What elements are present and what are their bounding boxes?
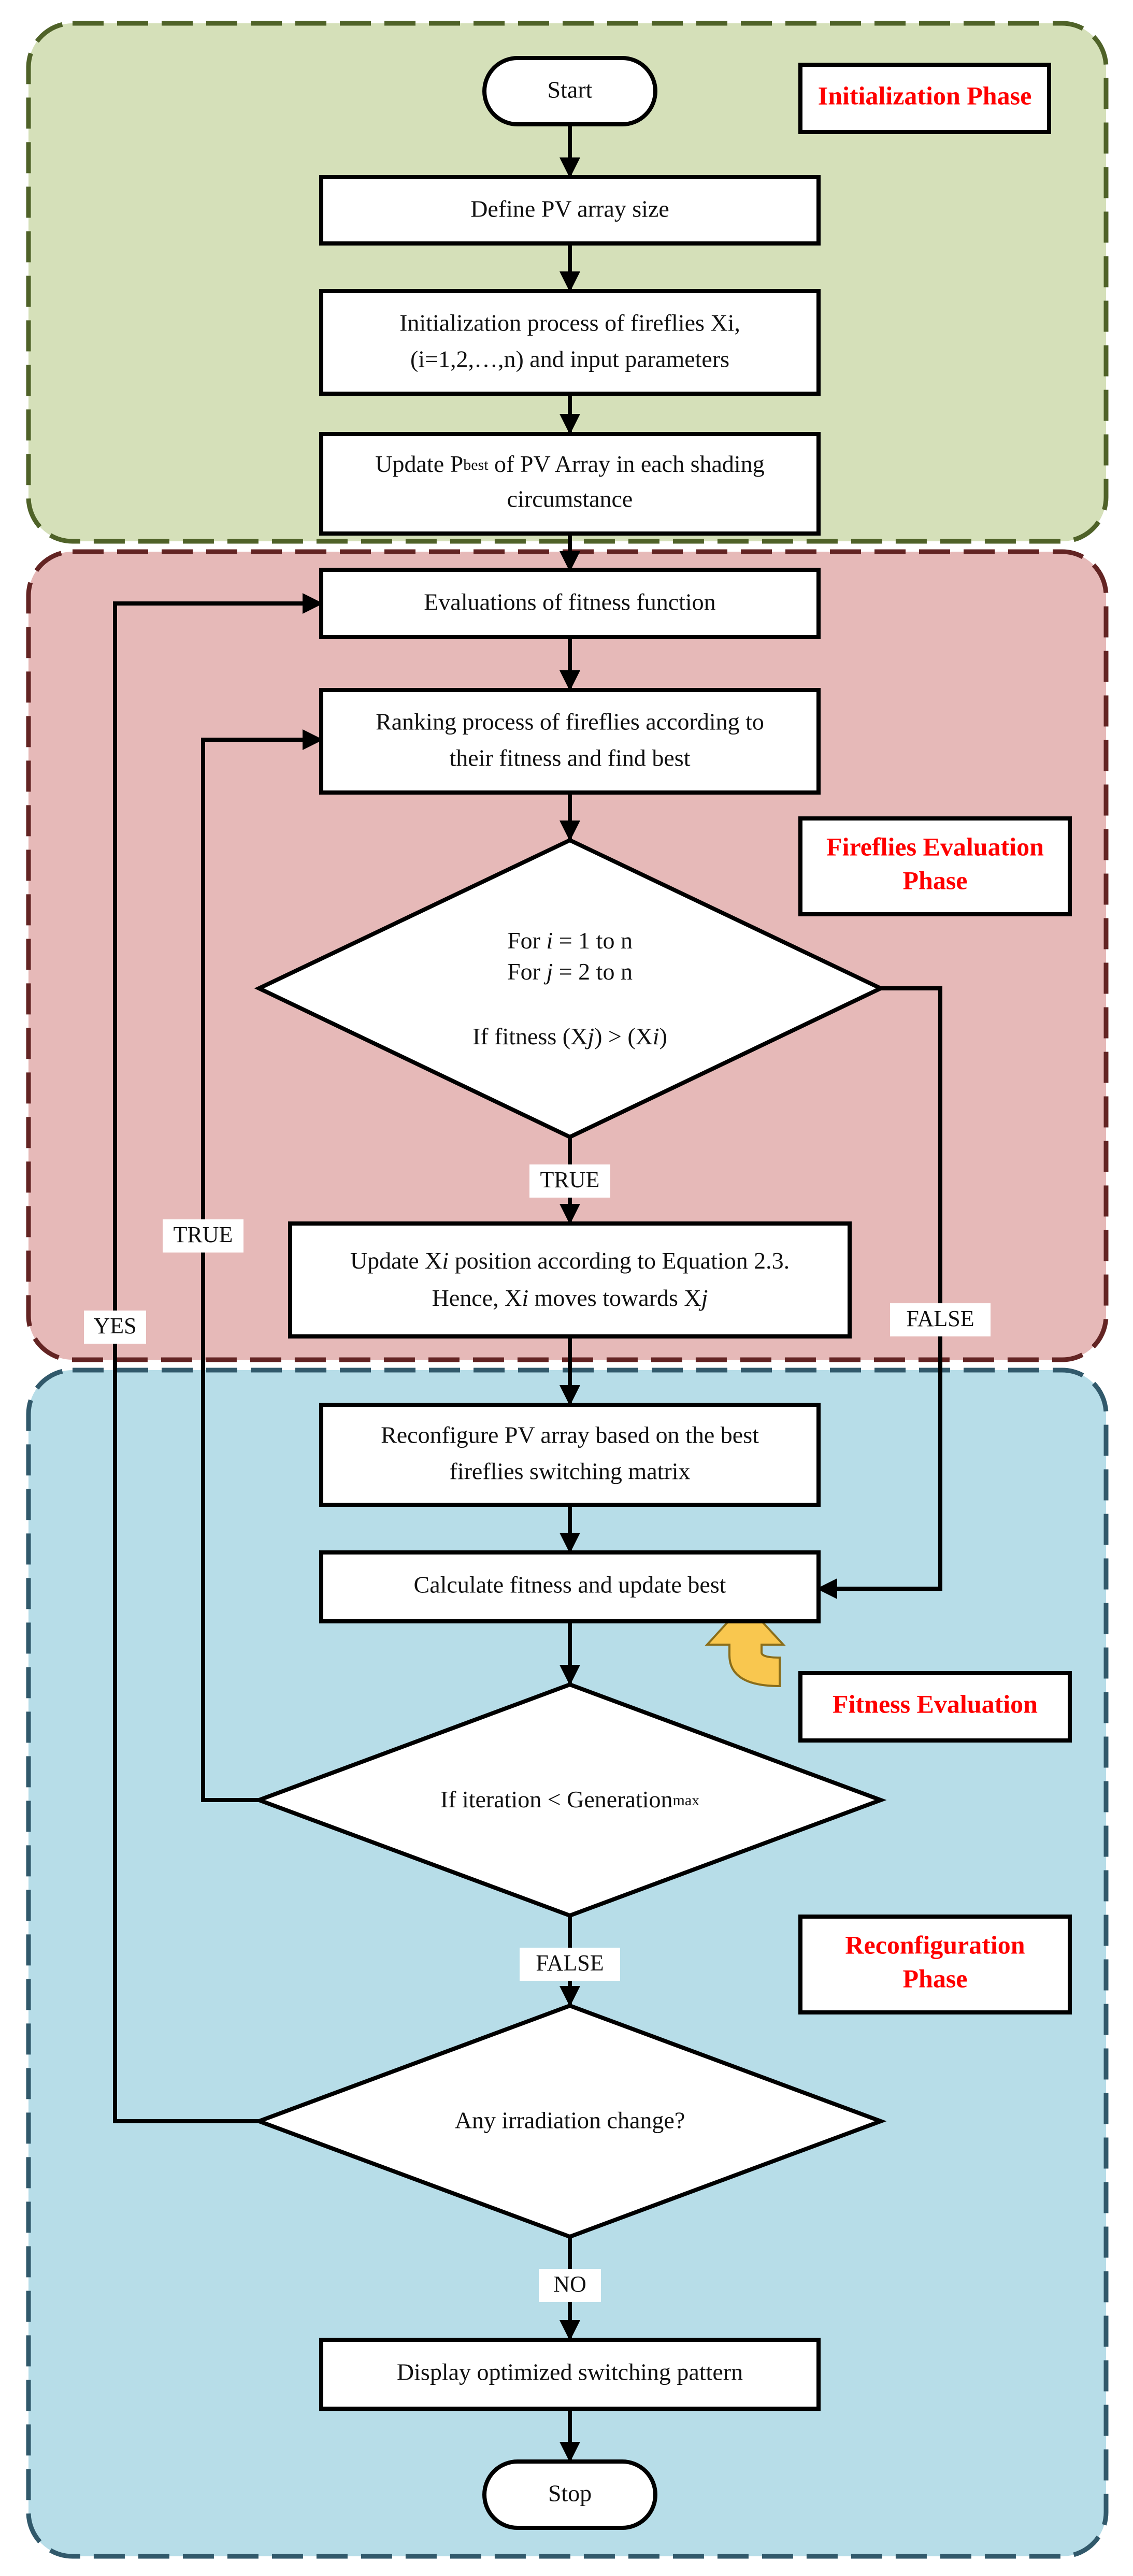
- svg-text:Update Xi position according t: Update Xi position according to Equation…: [350, 1247, 790, 1274]
- edge-diamond1-false-calculate: [816, 986, 942, 1599]
- svg-text:TRUE: TRUE: [540, 1167, 600, 1192]
- svg-text:Stop: Stop: [548, 2480, 592, 2507]
- svg-text:Hence, Xi moves towards Xj: Hence, Xi moves towards Xj: [432, 1285, 708, 1311]
- svg-text:Phase: Phase: [903, 1964, 968, 1993]
- svg-text:If fitness (Xj) > (Xi): If fitness (Xj) > (Xi): [472, 1023, 667, 1049]
- svg-text:If iteration < Generationmax: If iteration < Generationmax: [440, 1786, 699, 1812]
- svg-text:Initialization process of fire: Initialization process of fireflies Xi,: [399, 310, 740, 336]
- svg-text:Any irradiation change?: Any irradiation change?: [455, 2107, 685, 2134]
- edge-label-true-diamond1: TRUE: [529, 1164, 610, 1198]
- svg-text:FALSE: FALSE: [536, 1950, 604, 1976]
- node-decision-iteration: If iteration < Generationmax: [253, 1682, 887, 1918]
- svg-text:Update Pbest of PV Array in ea: Update Pbest of PV Array in each shading: [375, 451, 764, 477]
- svg-text:Define PV array size: Define PV array size: [470, 196, 669, 222]
- edge-label-false-diamond2: FALSE: [520, 1948, 620, 1981]
- edge-label-false-right: FALSE: [890, 1303, 991, 1336]
- fitness-evaluation-arrow-icon: [705, 1602, 786, 1688]
- node-initialization: Initialization process of fireflies Xi, …: [319, 289, 821, 396]
- node-define-pv-array: Define PV array size: [319, 175, 821, 246]
- svg-text:Reconfiguration: Reconfiguration: [845, 1930, 1025, 1959]
- node-update-xi-position: Update Xi position according to Equation…: [288, 1221, 852, 1339]
- svg-text:For j = 2 to n: For j = 2 to n: [507, 958, 633, 985]
- svg-text:Fireflies Evaluation: Fireflies Evaluation: [826, 832, 1044, 861]
- svg-text:(i=1,2,…,n) and input paramete: (i=1,2,…,n) and input parameters: [410, 346, 729, 372]
- edge-diamond3-yes-evaluations: [113, 593, 323, 2123]
- svg-text:TRUE: TRUE: [174, 1222, 233, 1247]
- node-start: Start: [482, 56, 657, 126]
- svg-text:FALSE: FALSE: [906, 1306, 974, 1331]
- svg-text:Fitness Evaluation: Fitness Evaluation: [833, 1689, 1038, 1718]
- node-evaluations: Evaluations of fitness function: [319, 568, 821, 639]
- edge-label-no: NO: [539, 2269, 601, 2302]
- svg-text:Display optimized switching pa: Display optimized switching pattern: [397, 2359, 743, 2385]
- edge-label-yes: YES: [84, 1311, 146, 1344]
- reconfiguration-phase-label: Reconfiguration Phase: [798, 1915, 1072, 2014]
- edges: [113, 124, 942, 2463]
- svg-text:Start: Start: [548, 77, 593, 103]
- node-update-pbest: Update Pbest of PV Array in each shading…: [319, 432, 821, 536]
- svg-text:YES: YES: [93, 1313, 136, 1339]
- svg-text:Calculate fitness and update b: Calculate fitness and update best: [414, 1572, 726, 1598]
- svg-text:Reconfigure PV array based on: Reconfigure PV array based on the best: [381, 1422, 759, 1448]
- node-ranking: Ranking process of fireflies according t…: [319, 688, 821, 795]
- edge-label-true-loop: TRUE: [163, 1219, 243, 1253]
- svg-text:Ranking process of fireflies a: Ranking process of fireflies according t…: [376, 709, 764, 735]
- svg-text:Phase: Phase: [903, 866, 968, 895]
- node-reconfigure-pv-array: Reconfigure PV array based on the best f…: [319, 1403, 821, 1507]
- svg-text:For i = 1 to n: For i = 1 to n: [507, 927, 633, 954]
- edge-diamond2-true-ranking: [201, 729, 323, 1802]
- initialization-phase-label: Initialization Phase: [798, 63, 1051, 134]
- node-display-pattern: Display optimized switching pattern: [319, 2338, 821, 2411]
- svg-text:circumstance: circumstance: [507, 486, 633, 512]
- evaluation-phase-label: Fireflies Evaluation Phase: [798, 816, 1072, 916]
- fitness-evaluation-label: Fitness Evaluation: [798, 1671, 1072, 1743]
- svg-text:Initialization Phase: Initialization Phase: [818, 81, 1032, 110]
- node-stop: Stop: [482, 2459, 657, 2530]
- svg-text:their fitness and find best: their fitness and find best: [449, 745, 690, 771]
- svg-text:fireflies switching matrix: fireflies switching matrix: [450, 1458, 691, 1485]
- node-decision-fitness-comparison: For i = 1 to n For j = 2 to n If fitness…: [254, 838, 886, 1140]
- svg-text:Evaluations of fitness functio: Evaluations of fitness function: [424, 589, 715, 615]
- svg-text:NO: NO: [553, 2271, 586, 2297]
- node-calculate-fitness: Calculate fitness and update best: [319, 1550, 821, 1623]
- node-decision-irradiation: Any irradiation change?: [253, 2003, 887, 2239]
